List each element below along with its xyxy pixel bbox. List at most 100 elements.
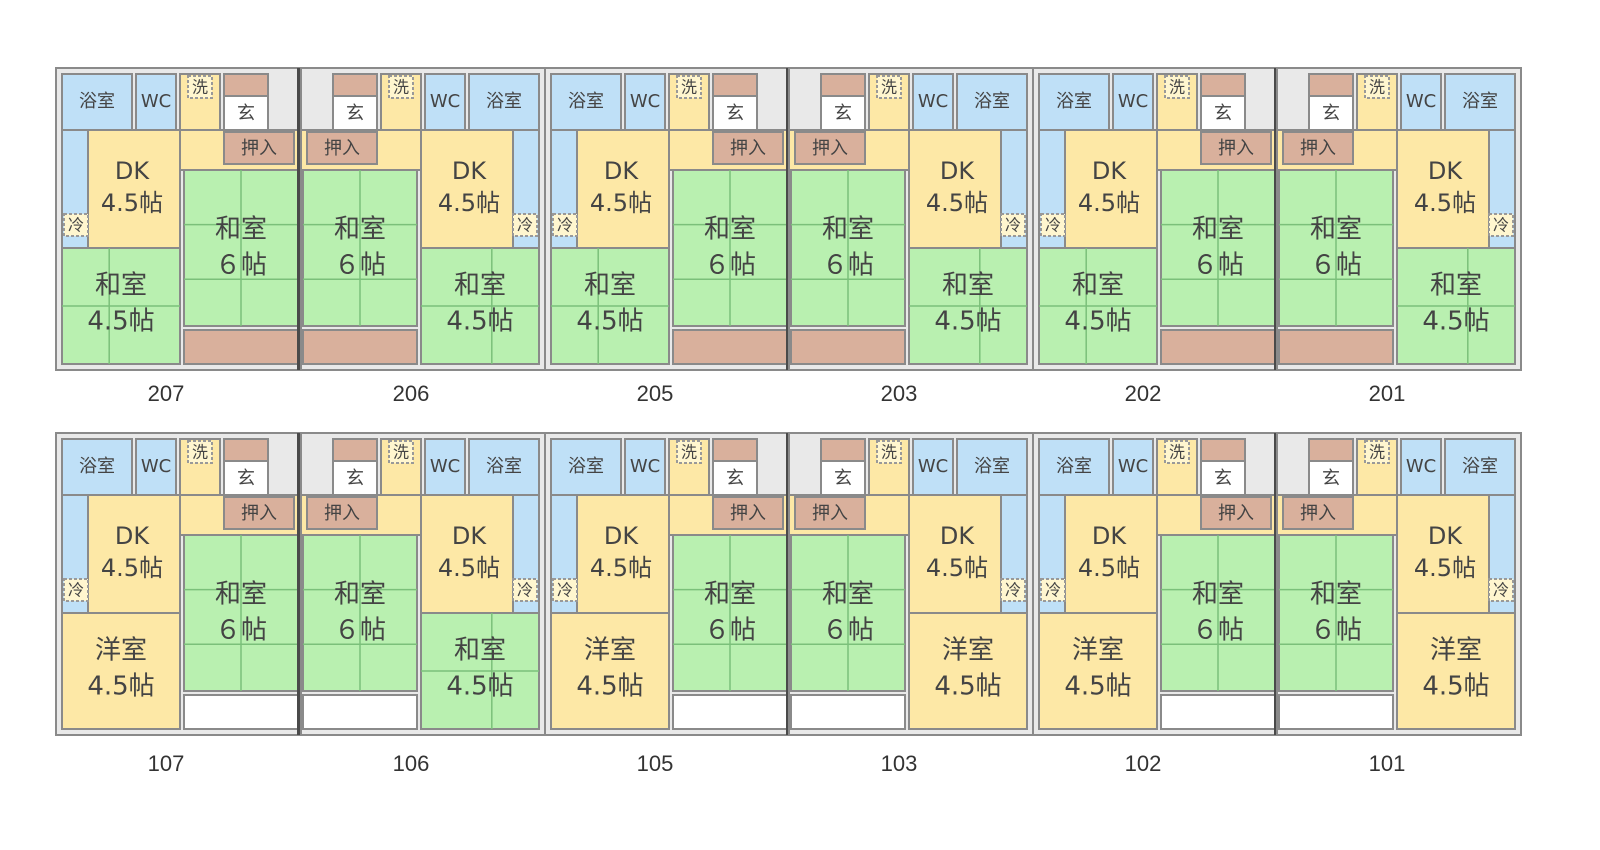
- laundry-label: 洗: [1369, 443, 1385, 462]
- dk-size-label: 4.5帖: [926, 554, 988, 582]
- laundry-area: [179, 73, 221, 131]
- fridge-label: 冷: [517, 216, 533, 235]
- veranda: [672, 329, 788, 365]
- entrance: [1308, 95, 1354, 131]
- fridge-label: 冷: [68, 581, 84, 600]
- entrance: [1308, 460, 1354, 496]
- toilet: [1400, 73, 1442, 131]
- unit-103: [788, 432, 1034, 736]
- laundry-label: 洗: [192, 443, 208, 462]
- washitsu-6-size-label: ６帖: [822, 616, 874, 646]
- washitsu-6-size-label: ６帖: [1192, 616, 1244, 646]
- shoe-closet: [1200, 73, 1246, 97]
- fridge-label-box: [1040, 578, 1066, 602]
- closet-label: 押入: [1300, 503, 1336, 524]
- fridge-label-box: [63, 578, 89, 602]
- fridge-label-box: [552, 578, 578, 602]
- dk-label: DK: [940, 522, 975, 550]
- unit-number-206: 206: [392, 381, 430, 406]
- washitsu-6-label: 和室: [334, 215, 386, 245]
- front-room-label: 和室: [1072, 271, 1124, 301]
- dk-label: DK: [1428, 157, 1463, 185]
- entrance: [712, 460, 758, 496]
- oshiire-closet: [712, 496, 784, 530]
- dk-size-label: 4.5帖: [926, 189, 988, 217]
- front-room-label: 和室: [454, 636, 506, 666]
- unit-number-201: 201: [1368, 381, 1406, 406]
- front-room-size-label: 4.5帖: [87, 307, 154, 337]
- unit-101: [1276, 432, 1522, 736]
- washitsu-6-label: 和室: [822, 580, 874, 610]
- shoe-closet: [223, 438, 269, 462]
- youshitsu-4-5jo: [61, 612, 181, 730]
- laundry-label-box: [876, 75, 902, 99]
- entrance-label: 玄: [834, 468, 852, 489]
- washitsu-6-label: 和室: [1310, 580, 1362, 610]
- fridge-label-box: [63, 213, 89, 237]
- veranda: [183, 329, 299, 365]
- fridge-label: 冷: [1005, 216, 1021, 235]
- fridge-label-box: [512, 213, 538, 237]
- closet-label: 押入: [1218, 503, 1254, 524]
- oshiire-closet: [794, 496, 866, 530]
- washitsu-6-size-label: ６帖: [1310, 251, 1362, 281]
- dk-label: DK: [1428, 522, 1463, 550]
- bathroom-label: 浴室: [974, 456, 1010, 477]
- dk-size-label: 4.5帖: [1078, 189, 1140, 217]
- entrance-label: 玄: [237, 468, 255, 489]
- laundry-label-box: [1364, 440, 1390, 464]
- bathroom: [1038, 73, 1110, 131]
- entrance-label: 玄: [726, 468, 744, 489]
- youshitsu-4-5jo: [1396, 612, 1516, 730]
- toilet: [1400, 438, 1442, 496]
- dk-size-label: 4.5帖: [101, 189, 163, 217]
- oshiire-closet: [306, 131, 378, 165]
- youshitsu-4-5jo: [550, 612, 670, 730]
- toilet: [135, 438, 177, 496]
- fridge-label-box: [1000, 578, 1026, 602]
- bathroom-label: 浴室: [79, 456, 115, 477]
- oshiire-closet: [1282, 496, 1354, 530]
- fridge-label: 冷: [1045, 581, 1061, 600]
- closet-label: 押入: [812, 138, 848, 159]
- entrance-label: 玄: [726, 103, 744, 124]
- bathroom-label: 浴室: [79, 91, 115, 112]
- entrance-label: 玄: [346, 468, 364, 489]
- unit-number-103: 103: [880, 751, 918, 776]
- fridge-label: 冷: [1005, 581, 1021, 600]
- oshiire-closet: [223, 496, 295, 530]
- front-room-label: 洋室: [95, 636, 147, 666]
- fridge-label-box: [1488, 213, 1514, 237]
- fridge-label: 冷: [517, 581, 533, 600]
- toilet-label: WC: [918, 91, 948, 112]
- unit-102: [1032, 432, 1279, 736]
- toilet-label: WC: [430, 456, 460, 477]
- toilet: [624, 438, 666, 496]
- unit-206: [300, 67, 546, 371]
- outdoor-space: [302, 694, 418, 730]
- fridge-label: 冷: [68, 216, 84, 235]
- outdoor-space: [1278, 694, 1394, 730]
- entrance-label: 玄: [1322, 468, 1340, 489]
- dk-label: DK: [604, 157, 639, 185]
- oshiire-closet: [1282, 131, 1354, 165]
- unit-number-107: 107: [147, 751, 185, 776]
- shoe-closet: [1308, 438, 1354, 462]
- front-room-size-label: 4.5帖: [1422, 307, 1489, 337]
- fridge-label: 冷: [1045, 216, 1061, 235]
- closet-label: 押入: [241, 503, 277, 524]
- laundry-label: 洗: [681, 443, 697, 462]
- party-wall: [297, 68, 302, 370]
- veranda: [790, 329, 906, 365]
- veranda: [302, 329, 418, 365]
- toilet: [624, 73, 666, 131]
- toilet-label: WC: [1118, 456, 1148, 477]
- toilet-label: WC: [430, 91, 460, 112]
- bathroom-label: 浴室: [1462, 456, 1498, 477]
- shoe-closet: [712, 438, 758, 462]
- washitsu-6-label: 和室: [822, 215, 874, 245]
